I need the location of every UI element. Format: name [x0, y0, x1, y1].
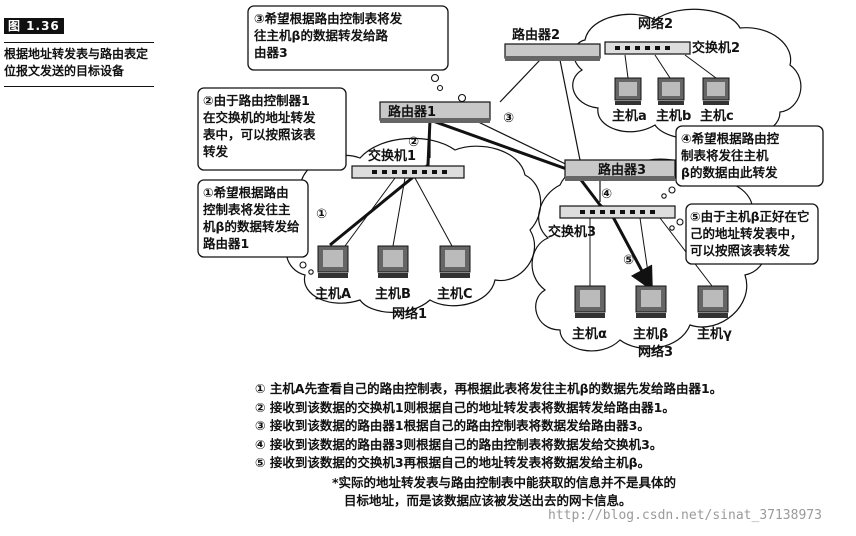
switch1-device: 交换机1 — [351, 148, 465, 179]
callout-step3: ③希望根据路由控制表将发往主机β的数据转发给路 由器3 — [254, 10, 403, 61]
hostb-label: 主机b — [656, 108, 691, 124]
network1-label: 网络1 — [392, 306, 427, 322]
hostAlpha-label: 主机α — [572, 326, 607, 342]
callout-step5: ⑤由于主机β正好在它己的地址转发表中， 可以按照该表转发 — [690, 208, 810, 259]
host-A-computer: 主机A — [315, 245, 351, 302]
figure-number: 图 1.36 — [4, 18, 64, 34]
hostC-label: 主机C — [437, 286, 473, 302]
network2-label: 网络2 — [638, 16, 673, 32]
router3-device: 路由器3 — [564, 159, 676, 181]
step-list: ① 主机A先查看自己的路由控制表，再根据此表将发往主机β的数据先发给路由器1。 … — [255, 380, 722, 473]
step-item: ① 主机A先查看自己的路由控制表，再根据此表将发往主机β的数据先发给路由器1。 — [255, 381, 723, 396]
marker-3: ③ — [503, 111, 514, 126]
hostA-label: 主机A — [315, 286, 351, 302]
marker-5: ⑤ — [623, 253, 634, 268]
switch1-label: 交换机1 — [368, 148, 416, 164]
router1-device: 路由器1 — [379, 101, 491, 123]
host-a-computer: 主机a — [612, 77, 647, 124]
host-B-computer: 主机B — [375, 245, 411, 302]
switch3-device: 交换机3 — [548, 205, 676, 240]
callout-tails — [299, 73, 684, 275]
marker-2: ② — [408, 135, 419, 150]
host-c-computer: 主机c — [700, 77, 734, 124]
step-item: ④ 接收到该数据的路由器3则根据自己的路由控制表将数据发给交换机3。 — [255, 436, 663, 452]
hostB-label: 主机B — [375, 286, 411, 302]
marker-1: ① — [316, 207, 327, 222]
router1-label: 路由器1 — [388, 104, 436, 120]
hosta-label: 主机a — [612, 108, 647, 124]
hostc-label: 主机c — [700, 108, 734, 124]
figure-caption: 根据地址转发表与路由表定位报文发送的目标设备 — [4, 42, 154, 87]
footnote: *实际的地址转发表与路由控制表中能获取的信息并不是具体的 目标地址，而是该数据应… — [332, 475, 677, 508]
callout-step4: ④希望根据路由控制表将发往主机 β的数据由此转发 — [681, 130, 780, 181]
host-C-computer: 主机C — [437, 245, 473, 302]
marker-4: ④ — [601, 187, 612, 202]
network3-label: 网络3 — [638, 344, 673, 360]
step-item: ③ 接收到该数据的路由器1根据自己的路由控制表将数据发给路由器3。 — [255, 418, 650, 433]
host-alpha-computer: 主机α — [572, 285, 607, 342]
router3-label: 路由器3 — [598, 162, 646, 178]
step-item: ⑤ 接收到该数据的交换机3再根据自己的地址转发表将数据发给主机β。 — [255, 455, 651, 470]
network1-cloud — [285, 137, 542, 313]
host-beta-computer: 主机β — [633, 285, 668, 342]
host-gamma-computer: 主机γ — [697, 285, 732, 342]
switch2-device: 交换机2 — [604, 40, 740, 56]
switch2-label: 交换机2 — [692, 40, 740, 56]
switch3-label: 交换机3 — [548, 224, 596, 240]
router2-device: 路由器2 — [504, 27, 601, 61]
host-b-computer: 主机b — [656, 77, 691, 124]
callout-step1: ①希望根据路由控制表将发往主 机β的数据转发给路由器1 — [203, 184, 300, 252]
hostBeta-label: 主机β — [633, 326, 668, 342]
watermark-url: http://blog.csdn.net/sinat_37138973 — [548, 508, 822, 523]
router2-label: 路由器2 — [512, 27, 560, 43]
hostGamma-label: 主机γ — [697, 326, 732, 342]
step-item: ② 接收到该数据的交换机1则根据自己的地址转发表将数据转发给路由器1。 — [255, 399, 675, 415]
